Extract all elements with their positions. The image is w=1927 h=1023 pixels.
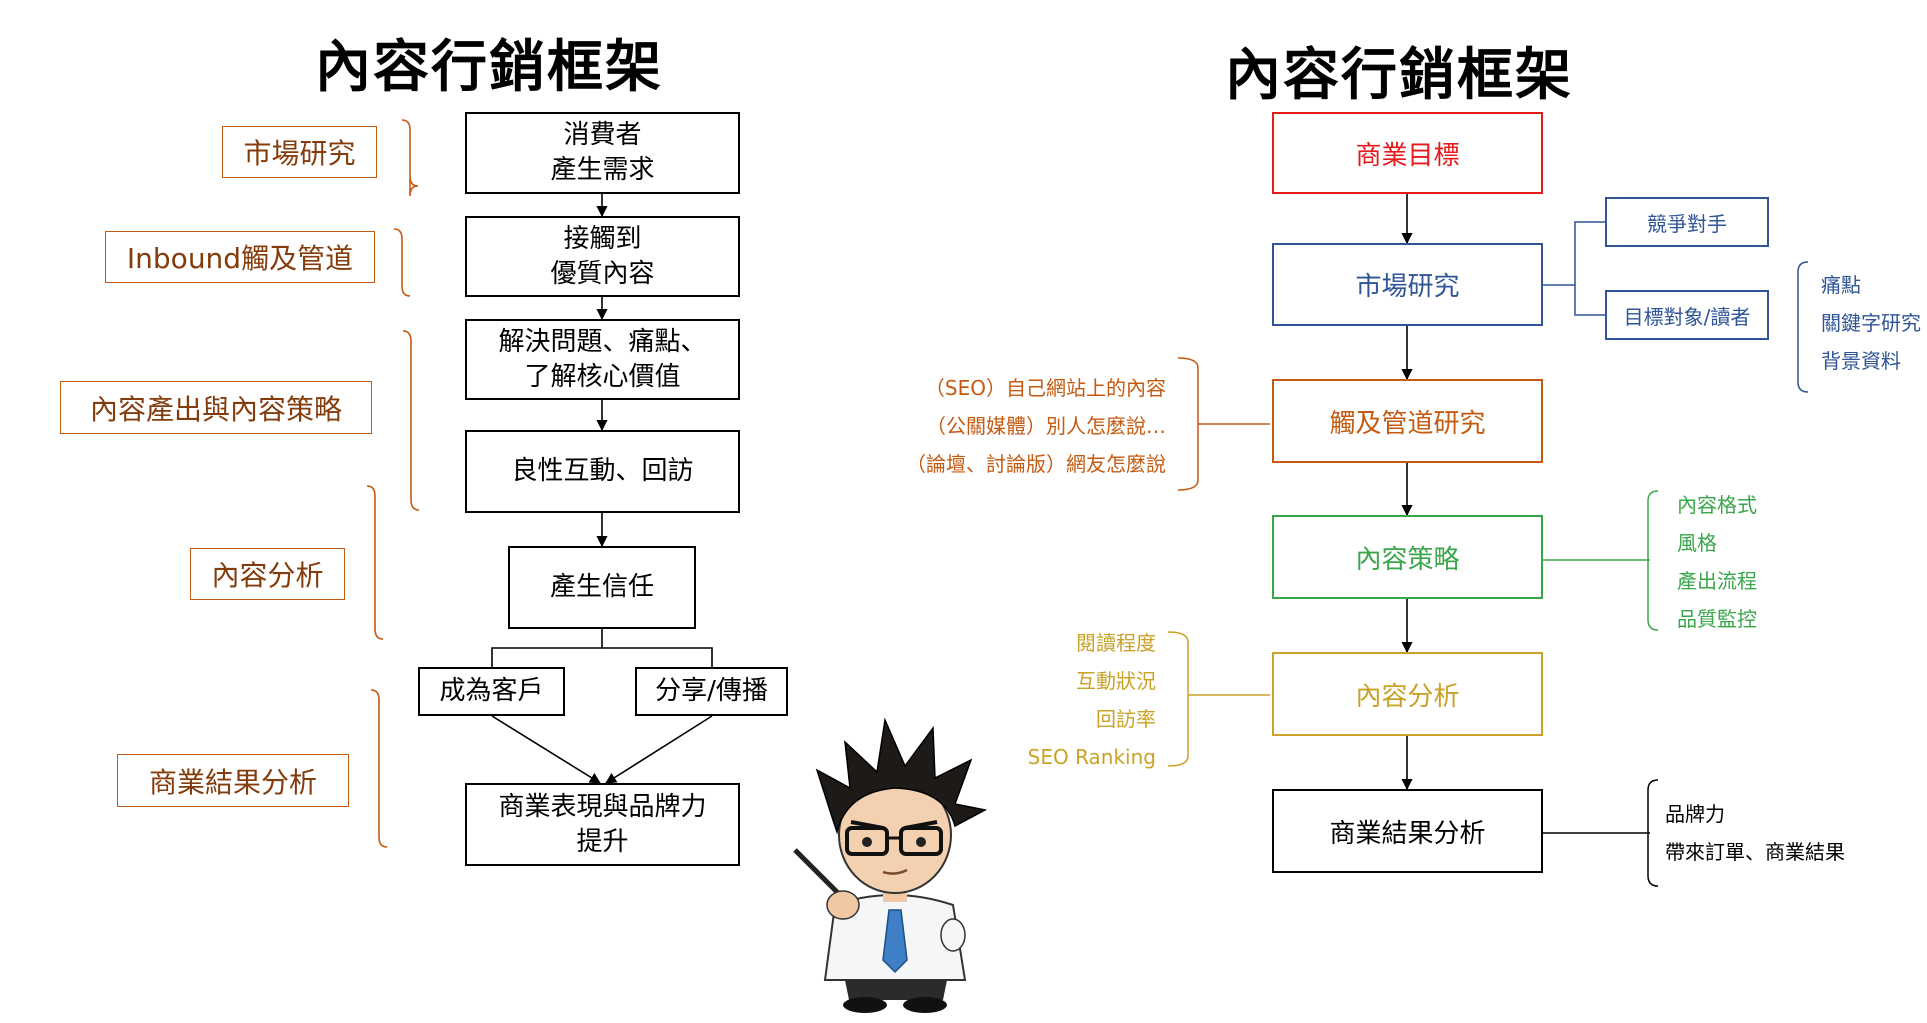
audience-note-pain-points: 痛點 — [1821, 273, 1861, 297]
analysis-note-return-rate: 回訪率 — [1096, 707, 1156, 731]
strategy-note-quality: 品質監控 — [1677, 607, 1757, 631]
phase-content-strategy: 內容產出與內容策略 — [60, 381, 372, 434]
strategy-note-format: 內容格式 — [1677, 493, 1757, 517]
result-note-brand: 品牌力 — [1665, 802, 1725, 826]
result-note-orders: 帶來訂單、商業結果 — [1665, 840, 1845, 864]
cartoon-presenter-illustration — [793, 717, 988, 1013]
phase-inbound-channels: Inbound觸及管道 — [105, 231, 375, 283]
step-consumer-need: 消費者 產生需求 — [465, 112, 740, 194]
phase-business-results: 商業結果分析 — [117, 754, 349, 807]
flow-content-analysis: 內容分析 — [1272, 652, 1543, 736]
flow-business-goal: 商業目標 — [1272, 112, 1543, 194]
step-build-trust: 產生信任 — [508, 546, 696, 629]
audience-note-background: 背景資料 — [1821, 349, 1901, 373]
flow-content-strategy: 內容策略 — [1272, 515, 1543, 599]
channel-note-pr: （公關媒體）別人怎麼說… — [926, 414, 1166, 438]
flow-market-research: 市場研究 — [1272, 243, 1543, 326]
analysis-note-seo-ranking: SEO Ranking — [1027, 745, 1156, 769]
phase-content-analysis: 內容分析 — [190, 548, 345, 600]
step-become-customer: 成為客戶 — [418, 667, 565, 716]
audience-note-keyword-research: 關鍵字研究 — [1821, 311, 1921, 335]
step-solve-problems: 解決問題、痛點、 了解核心價值 — [465, 319, 740, 400]
strategy-note-style: 風格 — [1677, 531, 1717, 555]
flow-business-results: 商業結果分析 — [1272, 789, 1543, 873]
left-title: 內容行銷框架 — [315, 35, 663, 100]
strategy-note-process: 產出流程 — [1677, 569, 1757, 593]
step-share-spread: 分享/傳播 — [635, 667, 788, 716]
market-competitors-box: 競爭對手 — [1605, 197, 1769, 247]
flow-channel-research: 觸及管道研究 — [1272, 379, 1543, 463]
step-reach-content: 接觸到 優質內容 — [465, 216, 740, 297]
channel-note-forum: （論壇、討論版）網友怎麼說 — [906, 452, 1166, 476]
step-positive-interaction: 良性互動、回訪 — [465, 430, 740, 513]
right-title: 內容行銷框架 — [1225, 43, 1573, 108]
phase-market-research: 市場研究 — [222, 126, 377, 178]
channel-note-seo: （SEO）自己網站上的內容 — [924, 376, 1166, 400]
analysis-note-interaction: 互動狀況 — [1076, 669, 1156, 693]
step-business-brand: 商業表現與品牌力 提升 — [465, 783, 740, 866]
market-audience-box: 目標對象/讀者 — [1605, 290, 1769, 340]
analysis-note-read-depth: 閱讀程度 — [1076, 631, 1156, 655]
